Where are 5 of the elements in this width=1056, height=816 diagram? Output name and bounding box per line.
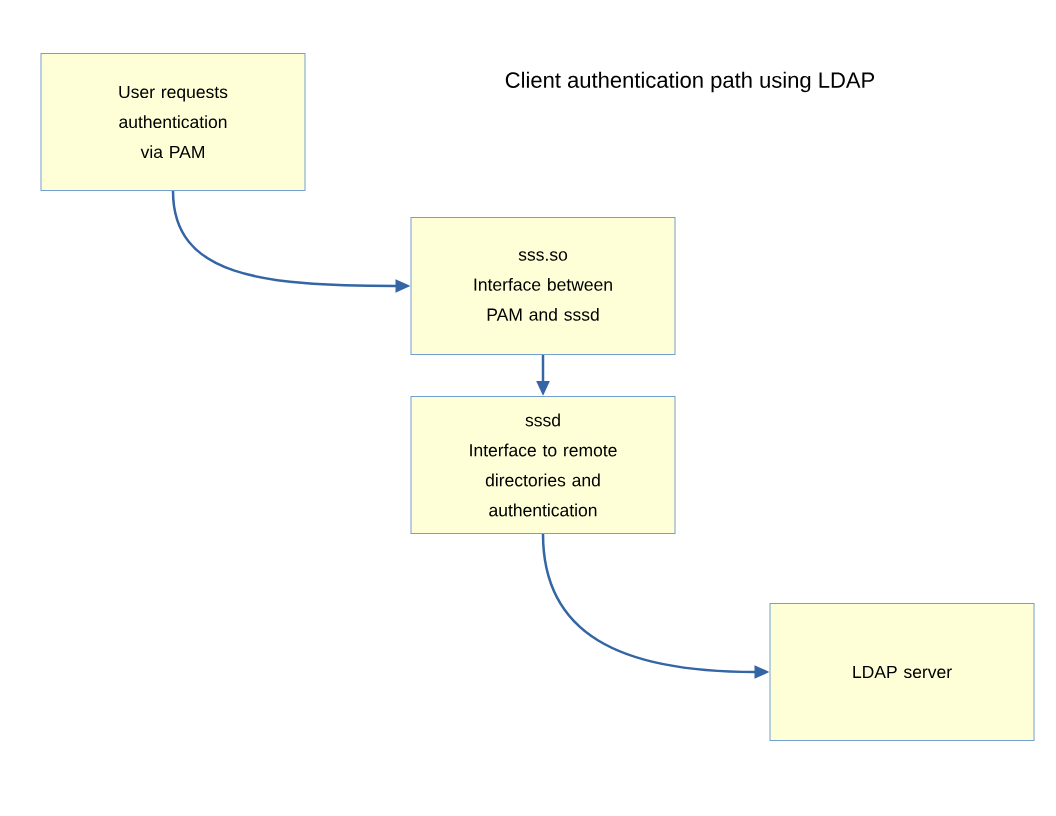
diagram-title: Client authentication path using LDAP — [505, 71, 875, 93]
process-box: sssd Interface to remote directories and authentication — [410, 396, 676, 534]
process-box: LDAP server — [769, 603, 1035, 741]
process-box: User requests authentication via PAM — [40, 53, 306, 191]
process-box: sss.so Interface between PAM and sssd — [410, 217, 676, 355]
